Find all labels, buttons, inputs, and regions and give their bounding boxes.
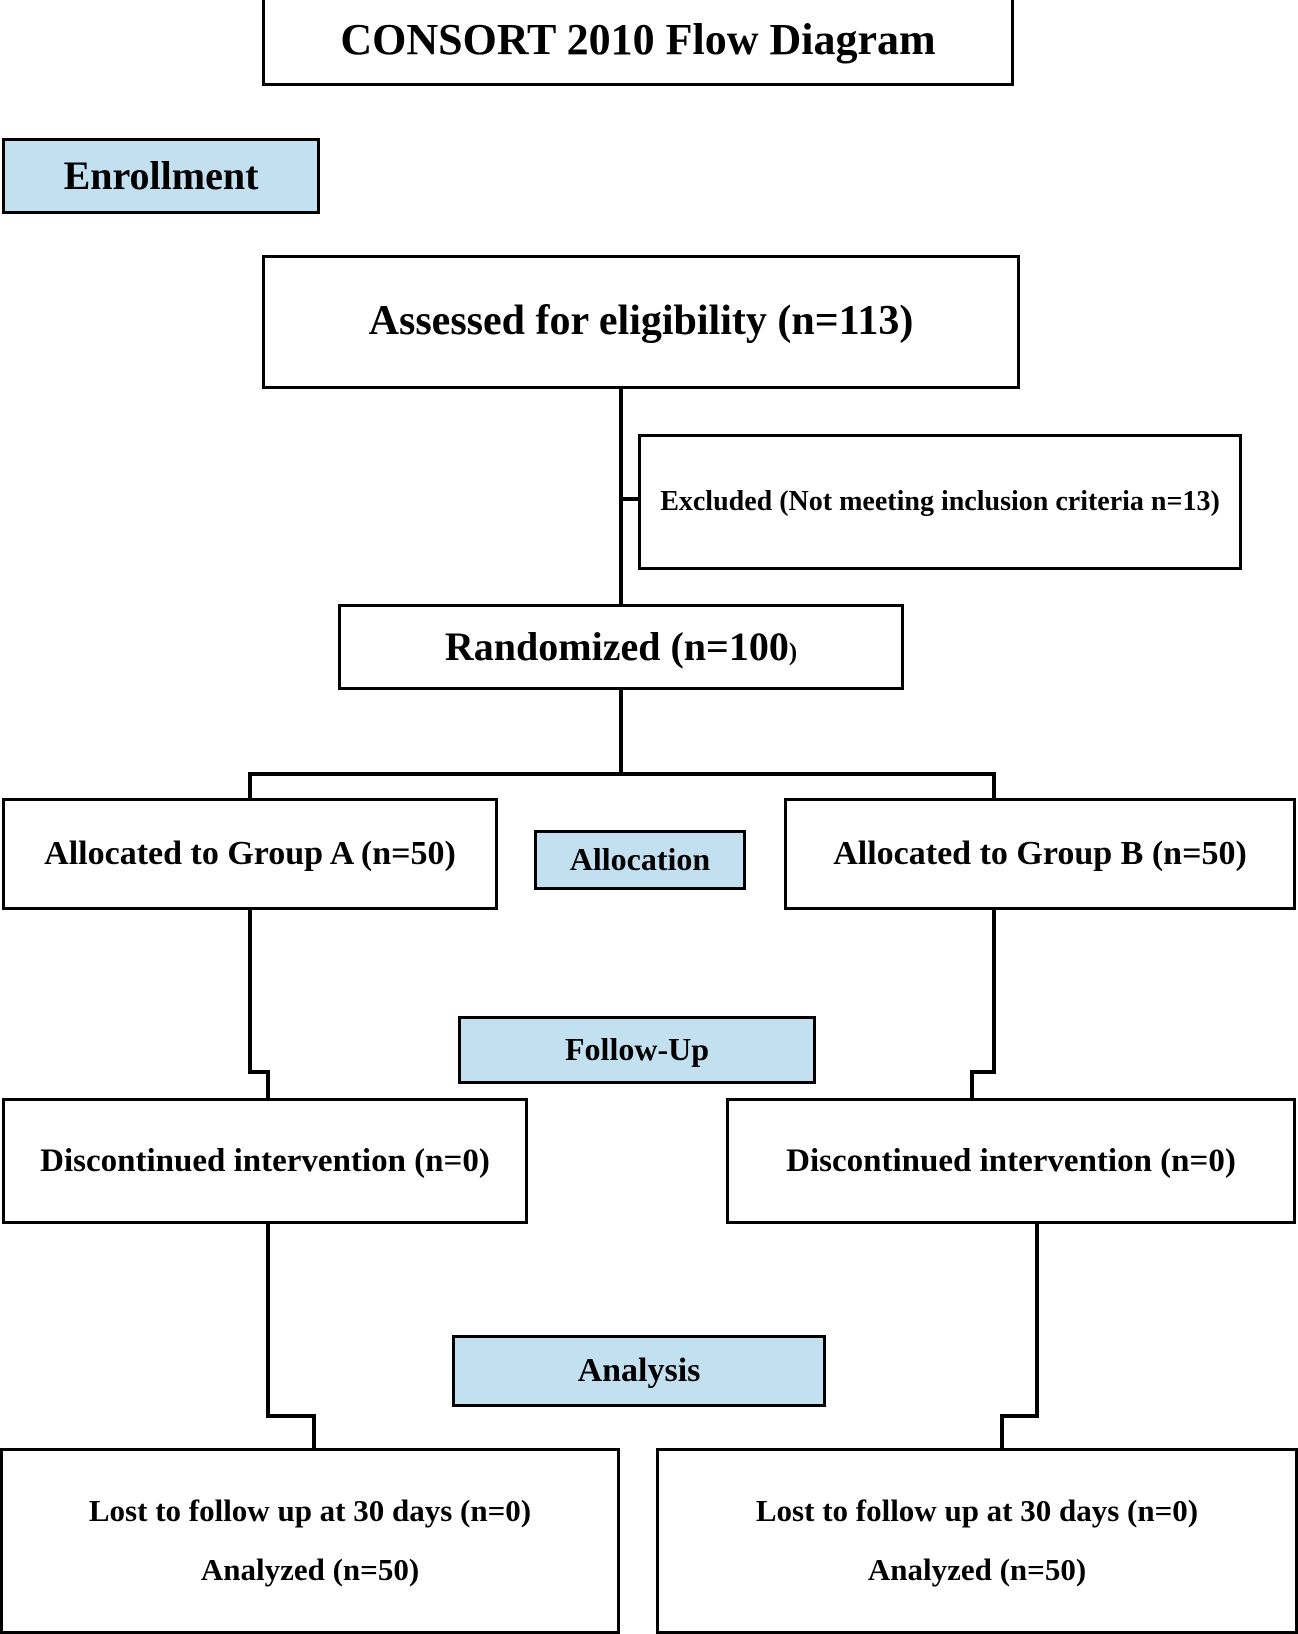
node-allocated-group-b: Allocated to Group B (n=50)	[784, 798, 1296, 910]
connector-discontinued-b-down	[1035, 1224, 1039, 1418]
assessed-text: Assessed for eligibility (n=113)	[368, 298, 914, 345]
connector-randomized-down	[619, 690, 623, 774]
lost-b-text: Lost to follow up at 30 days (n=0) Analy…	[659, 1493, 1295, 1588]
randomized-text: Randomized (n=100)	[341, 623, 901, 670]
stage-label-allocation: Allocation	[534, 830, 746, 890]
connector-bus-to-group-a	[248, 772, 252, 800]
followup-label: Follow-Up	[565, 1031, 709, 1068]
group-a-text: Allocated to Group A (n=50)	[44, 834, 456, 872]
stage-label-enrollment: Enrollment	[2, 138, 320, 214]
lost-b-line1: Lost to follow up at 30 days (n=0)	[755, 1493, 1199, 1529]
node-analysis-group-b: Lost to follow up at 30 days (n=0) Analy…	[656, 1448, 1298, 1634]
excluded-text: Excluded (Not meeting inclusion criteria…	[660, 486, 1220, 518]
stage-label-analysis: Analysis	[452, 1335, 826, 1407]
connector-assessed-to-excluded	[619, 497, 643, 501]
group-b-text: Allocated to Group B (n=50)	[833, 834, 1247, 872]
diagram-title-box: CONSORT 2010 Flow Diagram	[262, 0, 1014, 86]
connector-discontinued-b-to-lost	[1000, 1414, 1004, 1452]
node-excluded: Excluded (Not meeting inclusion criteria…	[638, 434, 1242, 570]
analysis-label: Analysis	[577, 1351, 701, 1389]
connector-bus-to-group-b	[992, 772, 996, 800]
enrollment-label: Enrollment	[63, 153, 259, 199]
lost-b-line2: Analyzed (n=50)	[867, 1552, 1087, 1587]
stage-label-followup: Follow-Up	[458, 1016, 816, 1084]
connector-group-b-jog	[970, 1070, 996, 1074]
node-discontinued-group-a: Discontinued intervention (n=0)	[2, 1098, 528, 1224]
node-allocated-group-a: Allocated to Group A (n=50)	[2, 798, 498, 910]
connector-discontinued-a-down	[266, 1224, 270, 1418]
node-assessed-for-eligibility: Assessed for eligibility (n=113)	[262, 255, 1020, 389]
lost-a-text: Lost to follow up at 30 days (n=0) Analy…	[3, 1493, 617, 1588]
connector-group-b-to-discontinued	[970, 1070, 974, 1102]
node-randomized: Randomized (n=100)	[338, 604, 904, 690]
connector-discontinued-a-to-lost	[312, 1414, 316, 1452]
connector-group-a-jog	[248, 1070, 270, 1074]
discontinued-a-text: Discontinued intervention (n=0)	[40, 1142, 490, 1179]
node-analysis-group-a: Lost to follow up at 30 days (n=0) Analy…	[0, 1448, 620, 1634]
randomized-tail-paren: )	[788, 639, 798, 667]
connector-group-a-to-discontinued	[266, 1070, 270, 1102]
lost-a-line1: Lost to follow up at 30 days (n=0)	[88, 1493, 532, 1529]
allocation-label: Allocation	[569, 841, 711, 878]
discontinued-b-text: Discontinued intervention (n=0)	[786, 1142, 1236, 1179]
connector-allocation-bus	[248, 772, 996, 776]
page-title: CONSORT 2010 Flow Diagram	[340, 15, 936, 65]
connector-group-b-down	[992, 910, 996, 1074]
connector-discontinued-a-jog	[266, 1414, 316, 1418]
connector-discontinued-b-jog	[1000, 1414, 1039, 1418]
lost-a-line2: Analyzed (n=50)	[200, 1552, 420, 1587]
randomized-main-text: Randomized (n=100	[444, 624, 789, 670]
node-discontinued-group-b: Discontinued intervention (n=0)	[726, 1098, 1296, 1224]
connector-group-a-down	[248, 910, 252, 1074]
